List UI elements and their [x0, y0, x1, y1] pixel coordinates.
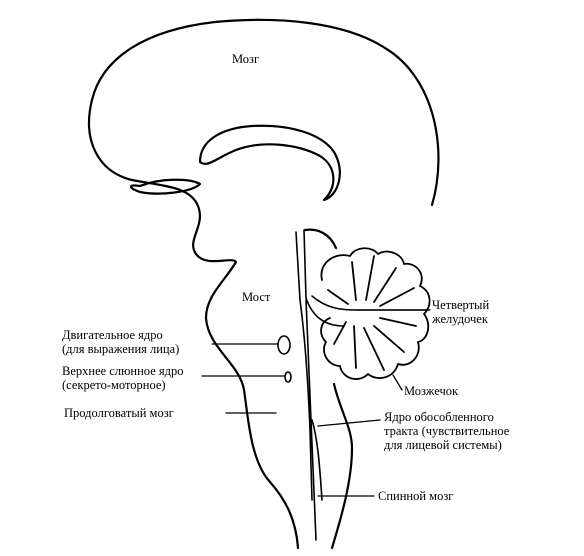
label-facial-line1: Двигательное ядро	[62, 328, 163, 342]
label-fourth-ventricle: Четвертый желудочек	[432, 298, 489, 326]
label-solitary-line3: для лицевой системы)	[384, 438, 502, 452]
label-fourth-ventricle-line2: желудочек	[432, 312, 488, 326]
leader-cerebellum	[392, 374, 403, 391]
corpus-callosum	[198, 124, 341, 202]
label-fourth-ventricle-line1: Четвертый	[432, 298, 490, 312]
label-salivatory-nucleus: Верхнее слюнное ядро (секрето-моторное)	[62, 364, 183, 392]
label-salivatory-line1: Верхнее слюнное ядро	[62, 364, 184, 378]
label-salivatory-line2: (секрето-моторное)	[62, 378, 166, 392]
central-canal	[295, 229, 429, 541]
label-spinal-cord: Спинной мозг	[378, 489, 454, 503]
label-solitary-tract-nucleus: Ядро обособленного тракта (чувствительно…	[384, 410, 509, 452]
label-medulla: Продолговатый мозг	[64, 406, 174, 420]
label-facial-motor-nucleus: Двигательное ядро (для выражения лица)	[62, 328, 179, 356]
label-cerebellum: Мозжечок	[404, 384, 459, 398]
label-solitary-line2: тракта (чувствительное	[384, 424, 510, 438]
facial-motor-nucleus-shape	[277, 335, 291, 355]
label-brain: Мозг	[232, 52, 260, 66]
salivatory-nucleus-shape	[284, 371, 292, 383]
leader-solitary	[317, 419, 381, 427]
solitary-tract-line	[311, 419, 323, 501]
brain-outline	[87, 18, 440, 550]
label-pons: Мост	[242, 290, 271, 304]
cerebellum-shape	[320, 247, 431, 380]
label-solitary-line1: Ядро обособленного	[384, 410, 494, 424]
brainstem-posterior-edge	[303, 228, 354, 550]
label-facial-line2: (для выражения лица)	[62, 342, 180, 356]
fornix-band	[129, 178, 202, 195]
